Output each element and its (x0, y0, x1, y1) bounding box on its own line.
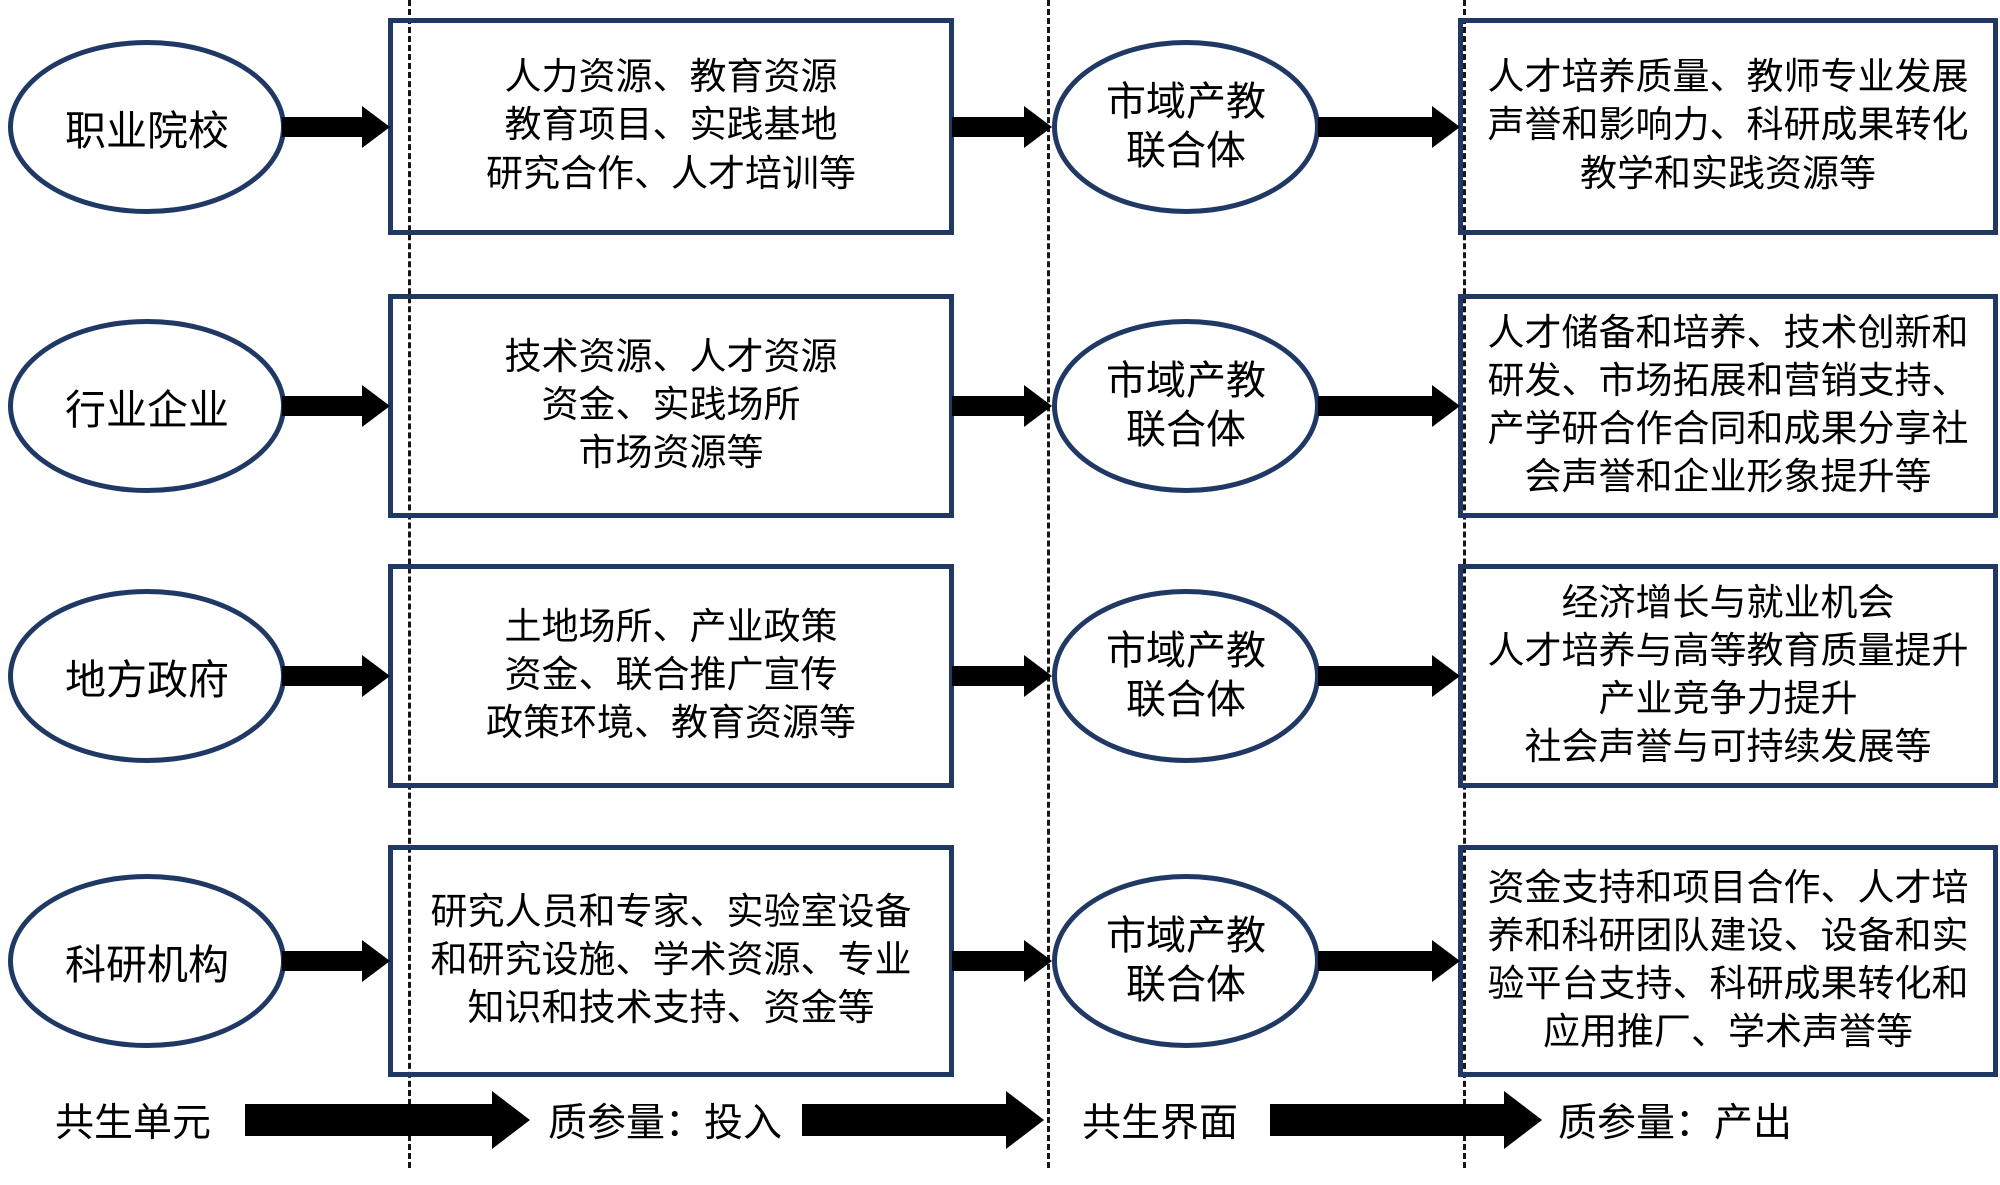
dashed-separator-1 (408, 0, 411, 1168)
output-text: 经济增长与就业机会 人才培养与高等教育质量提升 产业竞争力提升 社会声誉与可持续… (1487, 582, 1969, 769)
arrow-right-icon (1318, 385, 1460, 427)
arrow-right-icon (952, 655, 1052, 697)
input-text: 研究人员和专家、实验室设备 和研究设施、学术资源、专业 知识和技术支持、资金等 (430, 891, 912, 1030)
arrow-right-icon (245, 1091, 530, 1149)
arrow-right-icon (802, 1091, 1044, 1149)
arrow-right-icon (952, 105, 1052, 148)
interface-label: 市域产教 联合体 (1106, 628, 1266, 722)
unit-ellipse: 职业院校 (8, 39, 286, 214)
row-research-institutions: 科研机构 研究人员和专家、实验室设备 和研究设施、学术资源、专业 知识和技术支持… (0, 845, 2000, 1077)
arrow-right-icon (282, 940, 390, 982)
output-box: 资金支持和项目合作、人才培 养和科研团队建设、设备和实 验平台支持、科研成果转化… (1458, 845, 1998, 1077)
input-text: 土地场所、产业政策 资金、联合推广宣传 政策环境、教育资源等 (486, 606, 856, 745)
unit-label: 职业院校 (65, 107, 229, 154)
arrow-right-icon (952, 940, 1052, 982)
row-local-government: 地方政府 土地场所、产业政策 资金、联合推广宣传 政策环境、教育资源等 市域产教… (0, 564, 2000, 788)
interface-label: 市域产教 联合体 (1106, 358, 1266, 452)
unit-label: 地方政府 (65, 657, 229, 703)
arrow-right-icon (1318, 105, 1460, 148)
unit-label: 行业企业 (65, 387, 229, 433)
input-box: 土地场所、产业政策 资金、联合推广宣传 政策环境、教育资源等 (388, 564, 954, 788)
interface-ellipse: 市域产教 联合体 (1052, 39, 1320, 214)
arrow-right-icon (1270, 1091, 1542, 1149)
output-box: 人才储备和培养、技术创新和 研发、市场拓展和营销支持、 产学研合作合同和成果分享… (1458, 294, 1998, 518)
arrow-right-icon (1318, 655, 1460, 697)
output-text: 人才储备和培养、技术创新和 研发、市场拓展和营销支持、 产学研合作合同和成果分享… (1487, 312, 1969, 499)
legend-interface-label: 共生界面 (1082, 1102, 1239, 1145)
input-box: 人力资源、教育资源 教育项目、实践基地 研究合作、人才培训等 (388, 18, 954, 235)
input-text: 人力资源、教育资源 教育项目、实践基地 研究合作、人才培训等 (486, 57, 856, 195)
dashed-separator-2 (1047, 0, 1050, 1168)
arrow-right-icon (952, 385, 1052, 427)
input-text: 技术资源、人才资源 资金、实践场所 市场资源等 (504, 336, 838, 475)
row-vocational-colleges: 职业院校 人力资源、教育资源 教育项目、实践基地 研究合作、人才培训等 市域产教… (0, 18, 2000, 235)
row-industry-enterprises: 行业企业 技术资源、人才资源 资金、实践场所 市场资源等 市域产教 联合体 人才… (0, 294, 2000, 518)
interface-ellipse: 市域产教 联合体 (1052, 874, 1320, 1048)
legend-output-label: 质参量：产出 (1558, 1102, 1793, 1145)
unit-ellipse: 行业企业 (8, 319, 286, 493)
interface-ellipse: 市域产教 联合体 (1052, 589, 1320, 763)
unit-ellipse: 科研机构 (8, 874, 286, 1048)
output-box: 人才培养质量、教师专业发展 声誉和影响力、科研成果转化 教学和实践资源等 (1458, 18, 1998, 235)
arrow-right-icon (282, 385, 390, 427)
interface-ellipse: 市域产教 联合体 (1052, 319, 1320, 493)
arrow-right-icon (282, 655, 390, 697)
output-text: 资金支持和项目合作、人才培 养和科研团队建设、设备和实 验平台支持、科研成果转化… (1487, 867, 1969, 1054)
legend-input-label: 质参量：投入 (548, 1102, 783, 1145)
interface-label: 市域产教 联合体 (1106, 913, 1266, 1007)
output-box: 经济增长与就业机会 人才培养与高等教育质量提升 产业竞争力提升 社会声誉与可持续… (1458, 564, 1998, 788)
output-text: 人才培养质量、教师专业发展 声誉和影响力、科研成果转化 教学和实践资源等 (1487, 57, 1969, 195)
input-box: 技术资源、人才资源 资金、实践场所 市场资源等 (388, 294, 954, 518)
interface-label: 市域产教 联合体 (1106, 78, 1266, 173)
unit-label: 科研机构 (65, 942, 229, 988)
legend-row: 共生单元 质参量：投入 共生界面 质参量：产出 (0, 1082, 2000, 1158)
dashed-separator-3 (1463, 0, 1466, 1168)
unit-ellipse: 地方政府 (8, 589, 286, 763)
arrow-right-icon (282, 105, 390, 148)
arrow-right-icon (1318, 940, 1460, 982)
legend-unit-label: 共生单元 (55, 1102, 212, 1145)
input-box: 研究人员和专家、实验室设备 和研究设施、学术资源、专业 知识和技术支持、资金等 (388, 845, 954, 1077)
